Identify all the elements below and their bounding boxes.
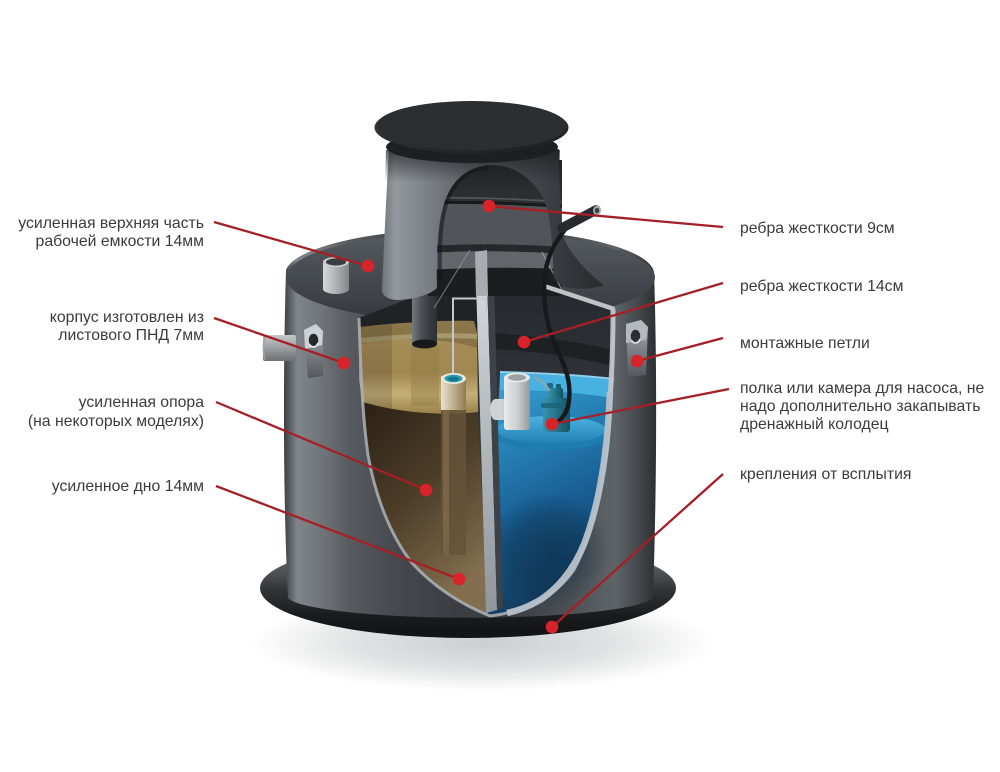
svg-text:корпус изготовлен из: корпус изготовлен из [50,309,204,326]
svg-text:надо дополнительно закапывать: надо дополнительно закапывать [740,398,980,415]
svg-text:дренажный колодец: дренажный колодец [740,416,889,433]
svg-text:листового ПНД 7мм: листового ПНД 7мм [58,327,204,344]
svg-text:рабочей емкости 14мм: рабочей емкости 14мм [36,233,204,250]
svg-text:(на некоторых моделях): (на некоторых моделях) [28,413,204,430]
svg-text:ребра жесткости 14см: ребра жесткости 14см [740,278,903,295]
svg-text:крепления от всплытия: крепления от всплытия [740,466,911,483]
svg-text:монтажные петли: монтажные петли [740,335,870,352]
svg-text:усиленная опора: усиленная опора [79,394,205,411]
svg-text:усиленная верхняя часть: усиленная верхняя часть [18,215,204,232]
svg-text:полка или камера для насоса, н: полка или камера для насоса, не [740,380,984,397]
svg-text:усиленное дно 14мм: усиленное дно 14мм [52,478,204,495]
svg-text:ребра жесткости 9см: ребра жесткости 9см [740,220,895,237]
